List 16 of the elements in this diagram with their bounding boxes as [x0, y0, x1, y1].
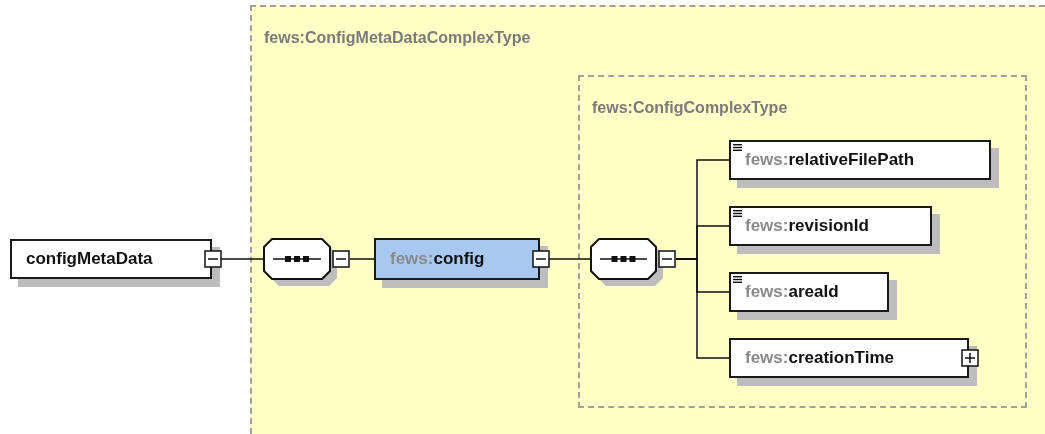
- connector-line: [548, 258, 591, 260]
- connector-line: [220, 258, 264, 260]
- connector-line: [675, 258, 730, 359]
- element-name: fews:revisionId: [745, 216, 869, 236]
- sequence-compositor: [590, 238, 677, 288]
- element-name: fews:creationTime: [745, 348, 894, 368]
- element-name: fews:areaId: [745, 282, 839, 302]
- element-name: fews:relativeFilePath: [745, 150, 915, 170]
- element-name: fews:config: [390, 249, 485, 269]
- element-name: configMetaData: [26, 249, 153, 269]
- complex-type-area: [250, 5, 1045, 434]
- complex-type-area: [578, 75, 1027, 408]
- sequence-compositor: [263, 238, 351, 288]
- type-name: fews:ConfigMetaDataComplexType: [264, 29, 531, 47]
- connector-line: [349, 258, 375, 260]
- type-name: fews:ConfigComplexType: [592, 99, 788, 117]
